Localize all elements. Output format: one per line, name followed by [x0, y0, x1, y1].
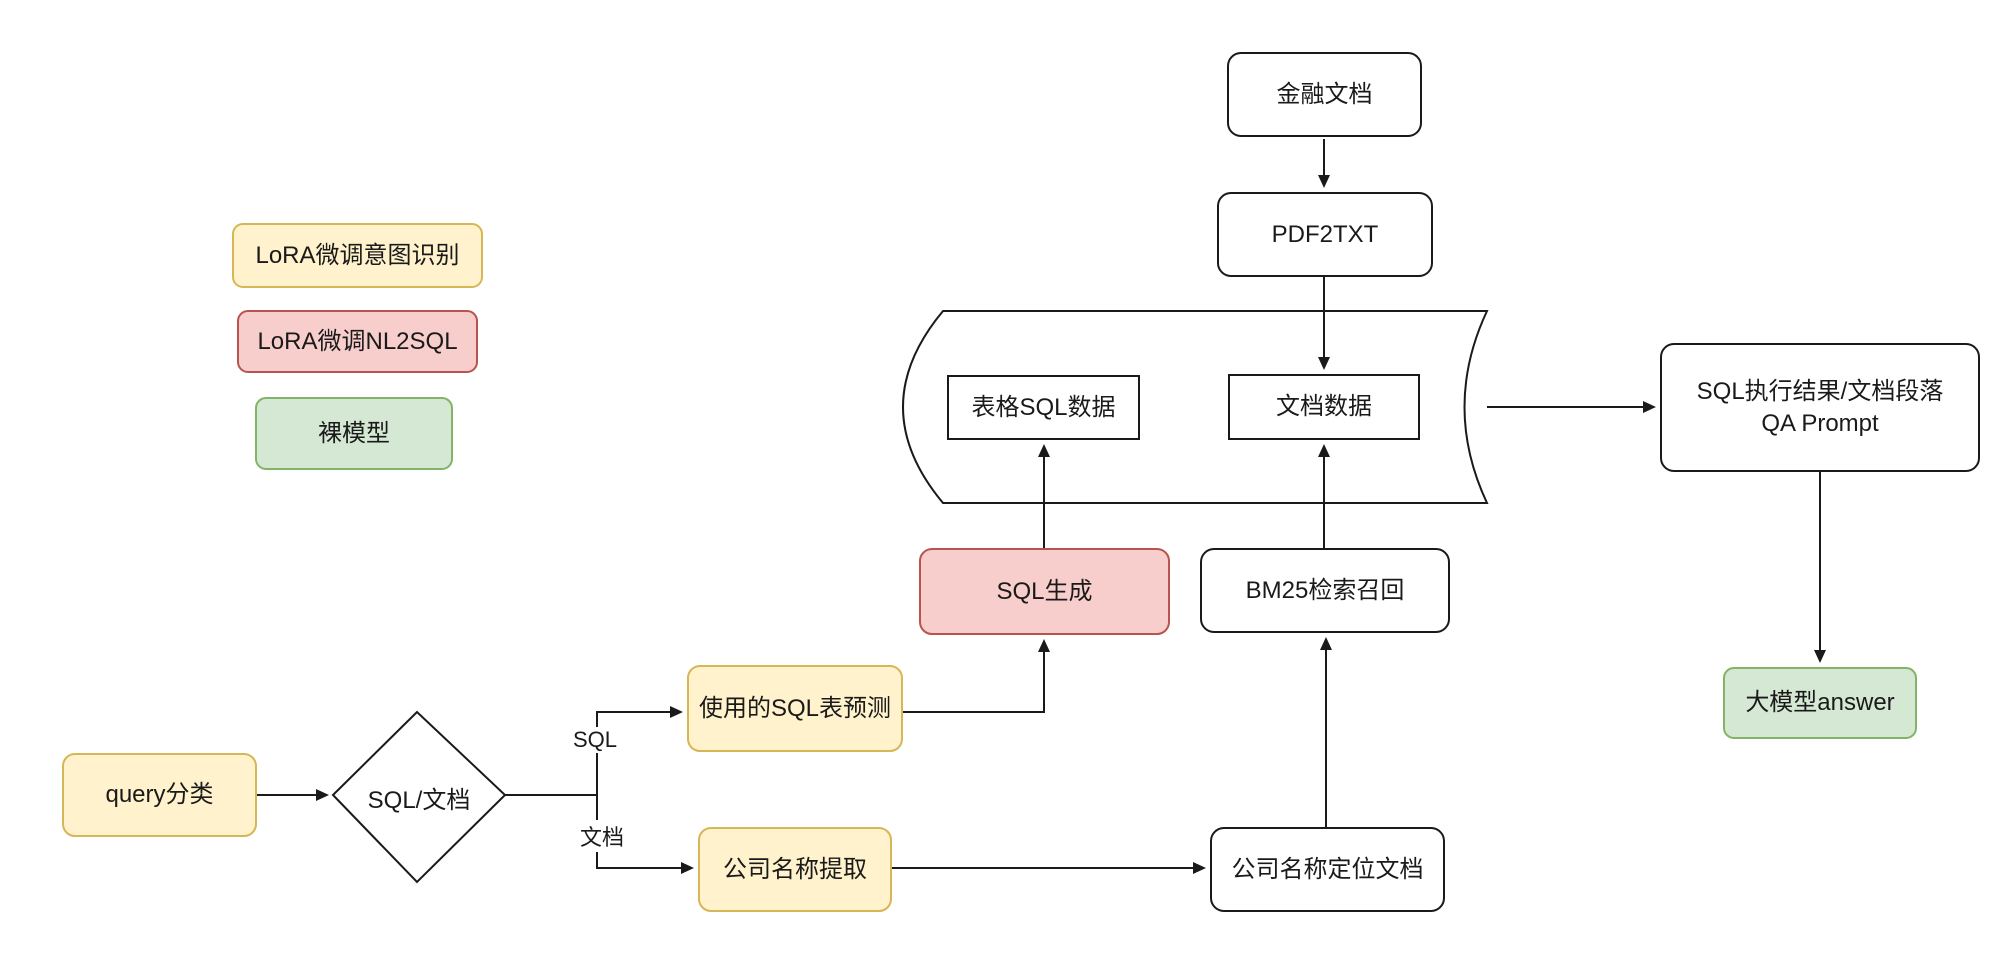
node-label: 使用的SQL表预测 [698, 694, 892, 722]
node-label-line1: SQL执行结果/文档段落 [1696, 378, 1944, 406]
edge-label-sql: SQL [571, 727, 620, 753]
node-query-classify: query分类 [62, 753, 257, 837]
connector-decision-sqltablepredict [505, 706, 683, 796]
node-label-line2: QA Prompt [1761, 409, 1879, 437]
legend-bare-model: 裸模型 [255, 397, 453, 470]
node-label: 金融文档 [1276, 80, 1373, 108]
node-label: 公司名称定位文档 [1231, 855, 1424, 883]
legend-label: 裸模型 [318, 419, 390, 447]
node-label: query分类 [105, 781, 214, 809]
node-label: 表格SQL数据 [971, 393, 1116, 421]
connector-sqltablepredict-sqlgen [903, 639, 1050, 713]
node-company-extract: 公司名称提取 [698, 827, 892, 912]
legend-lora-intent: LoRA微调意图识别 [232, 223, 483, 288]
node-company-locate: 公司名称定位文档 [1210, 827, 1445, 912]
node-finance-doc: 金融文档 [1227, 52, 1422, 137]
node-doc-data: 文档数据 [1228, 374, 1420, 440]
legend-lora-nl2sql: LoRA微调NL2SQL [237, 310, 478, 373]
node-label: SQL生成 [996, 577, 1093, 605]
node-label: 公司名称提取 [723, 855, 867, 883]
connector-decision-companyextract [596, 795, 694, 874]
node-table-sql-data: 表格SQL数据 [947, 375, 1140, 440]
node-label: 大模型answer [1745, 689, 1895, 717]
node-bm25: BM25检索召回 [1200, 548, 1450, 633]
node-pdf2txt: PDF2TXT [1217, 192, 1433, 277]
node-qa-prompt: SQL执行结果/文档段落 QA Prompt [1660, 343, 1980, 472]
legend-label: LoRA微调NL2SQL [257, 327, 458, 355]
node-llm-answer: 大模型answer [1723, 667, 1917, 739]
node-label: BM25检索召回 [1245, 576, 1405, 604]
edge-label-doc: 文档 [578, 820, 627, 852]
node-label: PDF2TXT [1271, 220, 1379, 248]
legend-label: LoRA微调意图识别 [255, 241, 460, 269]
node-sql-table-predict: 使用的SQL表预测 [687, 665, 903, 752]
node-label: SQL/文档 [367, 786, 471, 814]
decision-diamond-label: SQL/文档 [333, 712, 505, 882]
node-label: 文档数据 [1276, 393, 1372, 421]
node-sql-gen: SQL生成 [919, 548, 1170, 635]
